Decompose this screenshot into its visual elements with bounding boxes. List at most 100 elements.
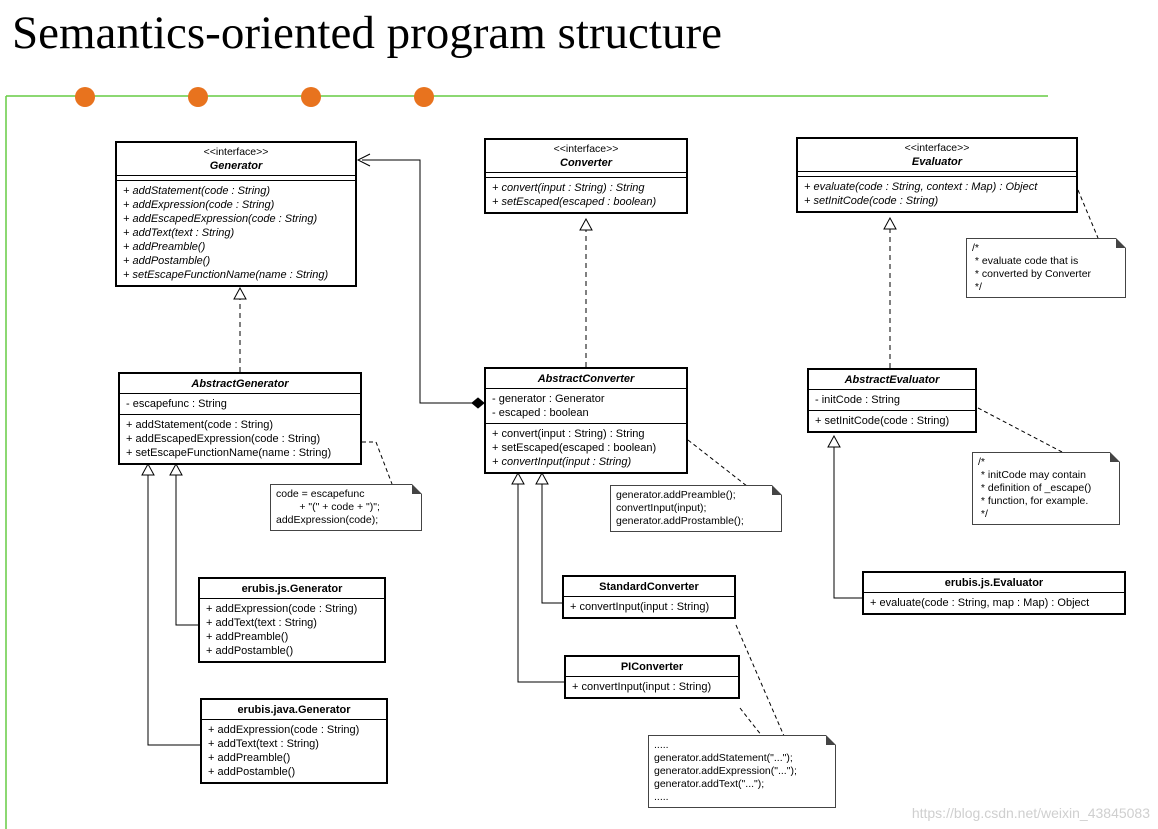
note-line: generator.addPreamble(); xyxy=(616,489,736,501)
bullet-dot-1 xyxy=(75,87,95,107)
inherit-arrowhead-standard-converter xyxy=(535,471,549,485)
watermark: https://blog.csdn.net/weixin_43845083 xyxy=(911,805,1150,821)
note-anchor-converter xyxy=(687,439,753,491)
method: + addText(text : String) xyxy=(123,227,235,239)
attribute-section: - generator : Generator - escaped : bool… xyxy=(486,389,686,424)
composition-diamond xyxy=(471,397,485,409)
method: + convertInput(input : String) xyxy=(492,456,632,468)
method: + addPreamble() xyxy=(208,752,291,764)
attribute-section xyxy=(117,176,355,181)
method: + setEscapeFunctionName(name : String) xyxy=(126,447,332,459)
method: + setInitCode(code : String) xyxy=(815,415,950,427)
class-abstract-evaluator: AbstractEvaluator - initCode : String + … xyxy=(807,368,977,433)
realize-arrowhead-evaluator xyxy=(883,216,897,230)
stereotype-label: <<interface>> xyxy=(203,146,269,158)
method: + addPostamble() xyxy=(123,255,211,267)
method: + addText(text : String) xyxy=(206,617,317,629)
composition-generator-link xyxy=(362,159,474,404)
class-js-evaluator: erubis.js.Evaluator + evaluate(code : St… xyxy=(862,571,1126,615)
class-abstract-generator: AbstractGenerator - escapefunc : String … xyxy=(118,372,362,465)
field: - initCode : String xyxy=(815,394,900,406)
note-anchor-evaluator xyxy=(1077,189,1099,239)
method: + convertInput(input : String) xyxy=(572,681,712,693)
realize-arrowhead-converter xyxy=(579,217,593,231)
attribute-section xyxy=(486,173,686,178)
inherit-arrowhead-java-generator xyxy=(141,462,155,476)
method: + setInitCode(code : String) xyxy=(804,195,939,207)
method-section: + evaluate(code : String, map : Map) : O… xyxy=(864,593,1124,613)
class-standard-converter: StandardConverter + convertInput(input :… xyxy=(562,575,736,619)
method-section: + setInitCode(code : String) xyxy=(809,411,975,431)
note-line: * converted by Converter xyxy=(972,268,1092,280)
method-section: + addExpression(code : String) + addText… xyxy=(202,720,386,782)
page-title: Semantics-oriented program structure xyxy=(12,7,722,59)
note-line: + "(" + code + ")"; xyxy=(276,501,380,513)
method: + addExpression(code : String) xyxy=(206,603,358,615)
note-anchor-generator-2 xyxy=(375,441,393,485)
method: + addExpression(code : String) xyxy=(123,199,275,211)
class-converter-interface: <<interface>> Converter + convert(input … xyxy=(484,138,688,214)
method: + setEscapeFunctionName(name : String) xyxy=(123,269,329,281)
attribute-section xyxy=(798,172,1076,177)
stereotype-label: <<interface>> xyxy=(904,142,970,154)
method: + setEscaped(escaped : boolean) xyxy=(492,442,657,454)
note-line: addExpression(code); xyxy=(276,514,379,526)
method: + addText(text : String) xyxy=(208,738,319,750)
realize-arrowhead-generator xyxy=(233,286,247,300)
note-line: generator.addProstamble(); xyxy=(616,515,744,527)
note-line: * initCode may contain xyxy=(978,469,1086,481)
class-name: StandardConverter xyxy=(599,581,699,593)
inherit-js-generator xyxy=(175,475,198,626)
note-line: * function, for example. xyxy=(978,495,1089,507)
method-section: + addStatement(code : String) + addExpre… xyxy=(117,181,355,285)
class-name: Converter xyxy=(560,157,612,169)
field: - escaped : boolean xyxy=(492,407,589,419)
field: - escapefunc : String xyxy=(126,398,227,410)
method: + addPreamble() xyxy=(206,631,289,643)
bullet-dot-4 xyxy=(414,87,434,107)
class-name: AbstractConverter xyxy=(537,373,635,385)
note-init-code: /* * initCode may contain * definition o… xyxy=(972,452,1120,525)
note-anchor-standard xyxy=(735,624,785,737)
field: - generator : Generator xyxy=(492,393,605,405)
inherit-standard-converter xyxy=(541,484,562,604)
composition-arrow-open xyxy=(356,153,371,167)
method-section: + addStatement(code : String) + addEscap… xyxy=(120,415,360,463)
inherit-arrowhead-js-generator xyxy=(169,462,183,476)
note-line: generator.addText("..."); xyxy=(654,778,765,790)
class-abstract-converter: AbstractConverter - generator : Generato… xyxy=(484,367,688,474)
method: + evaluate(code : String, map : Map) : O… xyxy=(870,597,1090,609)
inherit-arrowhead-js-evaluator xyxy=(827,434,841,448)
class-name: erubis.java.Generator xyxy=(237,704,351,716)
inherit-pi-converter xyxy=(517,484,564,683)
note-line: convertInput(input); xyxy=(616,502,707,514)
class-name: PIConverter xyxy=(620,661,684,673)
note-line: */ xyxy=(972,281,982,293)
class-name: erubis.js.Evaluator xyxy=(944,577,1044,589)
inherit-java-generator xyxy=(147,475,200,746)
note-line: * definition of _escape() xyxy=(978,482,1092,494)
note-pi-converter: ..... generator.addStatement("..."); gen… xyxy=(648,735,836,808)
class-name: AbstractGenerator xyxy=(191,378,289,390)
class-pi-converter: PIConverter + convertInput(input : Strin… xyxy=(564,655,740,699)
method-section: + addExpression(code : String) + addText… xyxy=(200,599,384,661)
method: + addEscapedExpression(code : String) xyxy=(126,433,321,445)
note-evaluator: /* * evaluate code that is * converted b… xyxy=(966,238,1126,298)
note-anchor-init xyxy=(977,407,1063,453)
method: + convert(input : String) : String xyxy=(492,182,645,194)
class-js-generator: erubis.js.Generator + addExpression(code… xyxy=(198,577,386,663)
stereotype-label: <<interface>> xyxy=(553,143,619,155)
attribute-section: - initCode : String xyxy=(809,390,975,411)
inherit-js-evaluator xyxy=(833,447,862,599)
method: + convert(input : String) : String xyxy=(492,428,645,440)
method: + addPostamble() xyxy=(206,645,294,657)
method-section: + evaluate(code : String, context : Map)… xyxy=(798,177,1076,211)
note-line: * evaluate code that is xyxy=(972,255,1079,267)
method-section: + convertInput(input : String) xyxy=(564,597,734,617)
method-section: + convertInput(input : String) xyxy=(566,677,738,697)
class-name: Evaluator xyxy=(911,156,963,168)
note-converter: generator.addPreamble(); convertInput(in… xyxy=(610,485,782,532)
method-section: + convert(input : String) : String + set… xyxy=(486,178,686,212)
note-line: generator.addStatement("..."); xyxy=(654,752,793,764)
